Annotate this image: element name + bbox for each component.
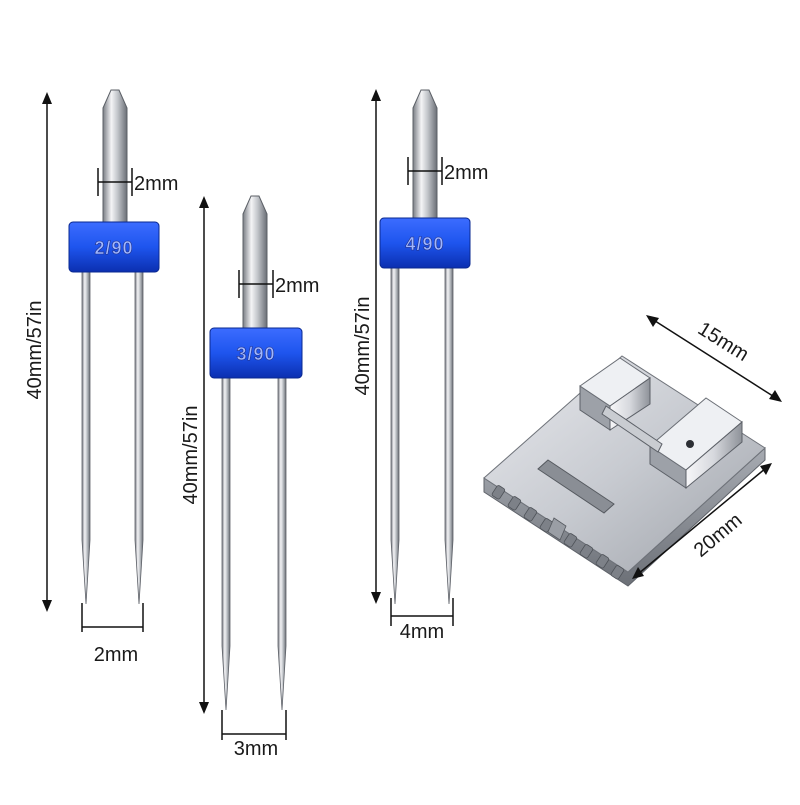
foot-grooves bbox=[491, 485, 625, 580]
needle-clamp bbox=[68, 221, 160, 273]
spacing-dimension: 4mm bbox=[390, 598, 454, 643]
length-label: 40mm/57in bbox=[352, 297, 374, 396]
shank-dimension: 2mm bbox=[238, 270, 319, 298]
shank-label: 2mm bbox=[275, 275, 319, 297]
spacing-label: 2mm bbox=[94, 644, 138, 666]
pintuck-presser-foot: 15mm 20mm bbox=[483, 315, 782, 587]
length-dimension: 40mm/57in bbox=[24, 92, 52, 612]
width-label: 15mm bbox=[694, 318, 753, 366]
needle-shank bbox=[102, 89, 128, 223]
length-label: 40mm/57in bbox=[24, 301, 46, 400]
clamp-label: 4/90 bbox=[405, 234, 444, 254]
shank-dimension: 2mm bbox=[97, 168, 178, 196]
twin-needle-3-90: 40mm/57in 2mm 3/90 3mm bbox=[180, 195, 319, 760]
needle-blade-right bbox=[444, 267, 454, 605]
foot-pin-hole bbox=[686, 440, 694, 448]
shank-dimension: 2mm bbox=[407, 157, 488, 185]
needle-blade-left bbox=[81, 269, 91, 605]
foot-crossbar bbox=[601, 405, 663, 453]
foot-block-side-right bbox=[685, 420, 743, 490]
shank-label: 2mm bbox=[444, 162, 488, 184]
spacing-dimension: 3mm bbox=[221, 710, 287, 760]
spacing-label: 3mm bbox=[234, 738, 278, 760]
needle-blade-right bbox=[277, 375, 287, 711]
spacing-dimension: 2mm bbox=[81, 603, 144, 666]
length-label: 40mm/57in bbox=[180, 406, 202, 505]
needle-clamp bbox=[379, 217, 471, 269]
needle-blade-left bbox=[221, 375, 231, 711]
spacing-label: 4mm bbox=[400, 621, 444, 643]
needle-shank bbox=[242, 195, 268, 329]
needle-blade-left bbox=[390, 267, 400, 605]
twin-needle-2-90: 40mm/57in 2mm 2/90 2mm bbox=[24, 89, 178, 666]
twin-needle-4-90: 40mm/57in 2mm 4/90 4mm bbox=[352, 89, 488, 643]
shank-label: 2mm bbox=[134, 173, 178, 195]
length-dimension: 40mm/57in bbox=[180, 196, 209, 714]
foot-center-slot bbox=[537, 459, 615, 514]
needle-shank bbox=[412, 89, 438, 219]
length-dimension: 40mm/57in bbox=[352, 89, 381, 604]
needle-blade-right bbox=[134, 269, 144, 605]
clamp-label: 3/90 bbox=[236, 344, 275, 364]
foot-front-notch bbox=[547, 517, 567, 541]
clamp-label: 2/90 bbox=[94, 238, 133, 258]
needle-clamp bbox=[209, 327, 303, 379]
